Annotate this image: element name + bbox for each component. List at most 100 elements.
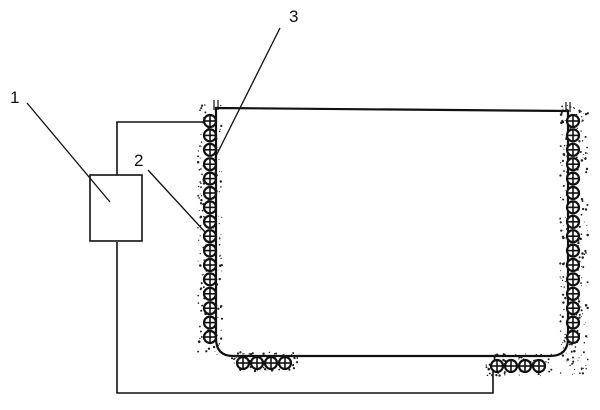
soil-speck [566,358,570,361]
electrode-pipe-left [202,257,218,273]
soil-speck [518,356,521,359]
soil-speck [277,355,280,357]
soil-speck [199,288,202,291]
soil-speck [583,323,585,325]
soil-speck [198,197,201,199]
soil-speck [485,364,487,366]
electrode-pipe-left [202,301,218,316]
electrode-pipe-right [565,142,581,157]
electrode-pipe-left [202,272,218,287]
soil-speck [581,315,583,317]
soil-speck [518,374,520,376]
soil-speck [574,346,577,348]
soil-speck [196,161,200,164]
soil-speck [586,306,589,310]
soil-speck [563,148,565,150]
soil-speck [203,104,206,106]
soil-speck [586,224,588,226]
soil-speck [572,106,575,109]
soil-speck [583,253,586,256]
soil-speck [199,193,201,195]
soil-speck [197,340,201,343]
soil-speck [203,215,205,218]
soil-speck [532,354,534,356]
soil-speck [561,315,565,319]
soil-speck [564,189,566,191]
soil-speck [219,305,223,308]
soil-speck [561,105,564,108]
soil-speck [535,353,538,356]
soil-speck [200,335,203,338]
soil-speck [577,300,581,303]
soil-speck [561,134,563,136]
soil-speck [586,112,589,115]
soil-speck [563,347,565,349]
bottom-right-electrode-row [489,358,547,374]
soil-speck [559,218,561,220]
electrode-pipe-left [202,171,218,186]
structure-outline [214,106,570,358]
soil-speck [560,344,563,346]
soil-speck [292,367,296,370]
soil-speck [199,252,201,255]
soil-speck [585,335,588,338]
leader-line-1 [26,102,111,203]
soil-speck [253,369,257,373]
soil-speck [566,360,568,362]
electrode-pipe-right [565,329,581,345]
soil-speck [220,124,223,128]
soil-speck [578,109,581,113]
soil-speck [581,354,583,356]
soil-speck [201,122,203,124]
soil-speck [251,352,254,355]
soil-speck [214,170,217,174]
electrode-pipe-right [565,171,581,186]
soil-speck [562,342,564,344]
soil-speck [219,255,221,257]
soil-speck [559,174,562,177]
soil-speck [200,186,202,188]
soil-speck [582,351,585,354]
soil-speck [564,340,566,343]
soil-speck [216,138,218,140]
soil-speck [585,171,588,174]
soil-speck [570,343,573,346]
soil-speck [520,356,523,359]
soil-speck [581,285,582,287]
soil-speck [564,296,567,300]
soil-speck [239,351,242,354]
soil-speck [233,362,235,364]
electrode-pipe-right [565,315,581,330]
electrode-pipe-left [202,329,218,345]
soil-speck [220,257,222,260]
soil-speck [581,116,583,118]
soil-speck [275,352,278,355]
soil-speck [485,366,488,369]
soil-speck [570,350,573,353]
soil-speck [579,372,581,375]
soil-speck [586,203,589,206]
soil-speck [219,128,221,130]
soil-speck [248,353,251,355]
soil-speck [578,357,580,359]
soil-speck [202,286,205,289]
soil-speck [233,357,236,360]
soil-speck [486,374,489,377]
soil-speck [581,119,584,122]
soil-speck [296,357,299,359]
soil-speck [199,109,201,112]
soil-speck [199,330,202,333]
soil-speck [580,213,583,216]
electrode-pipe-bottom [263,355,279,371]
soil-speck [560,111,563,114]
soil-speck [256,370,258,372]
soil-speck [233,354,236,358]
electrode-pipe-right [565,229,581,244]
soil-speck [498,374,501,377]
soil-speck [197,350,200,353]
soil-speck [580,110,582,113]
soil-speck [573,349,576,353]
soil-speck [585,167,589,171]
soil-speck [559,320,562,323]
soil-speck [561,119,564,123]
